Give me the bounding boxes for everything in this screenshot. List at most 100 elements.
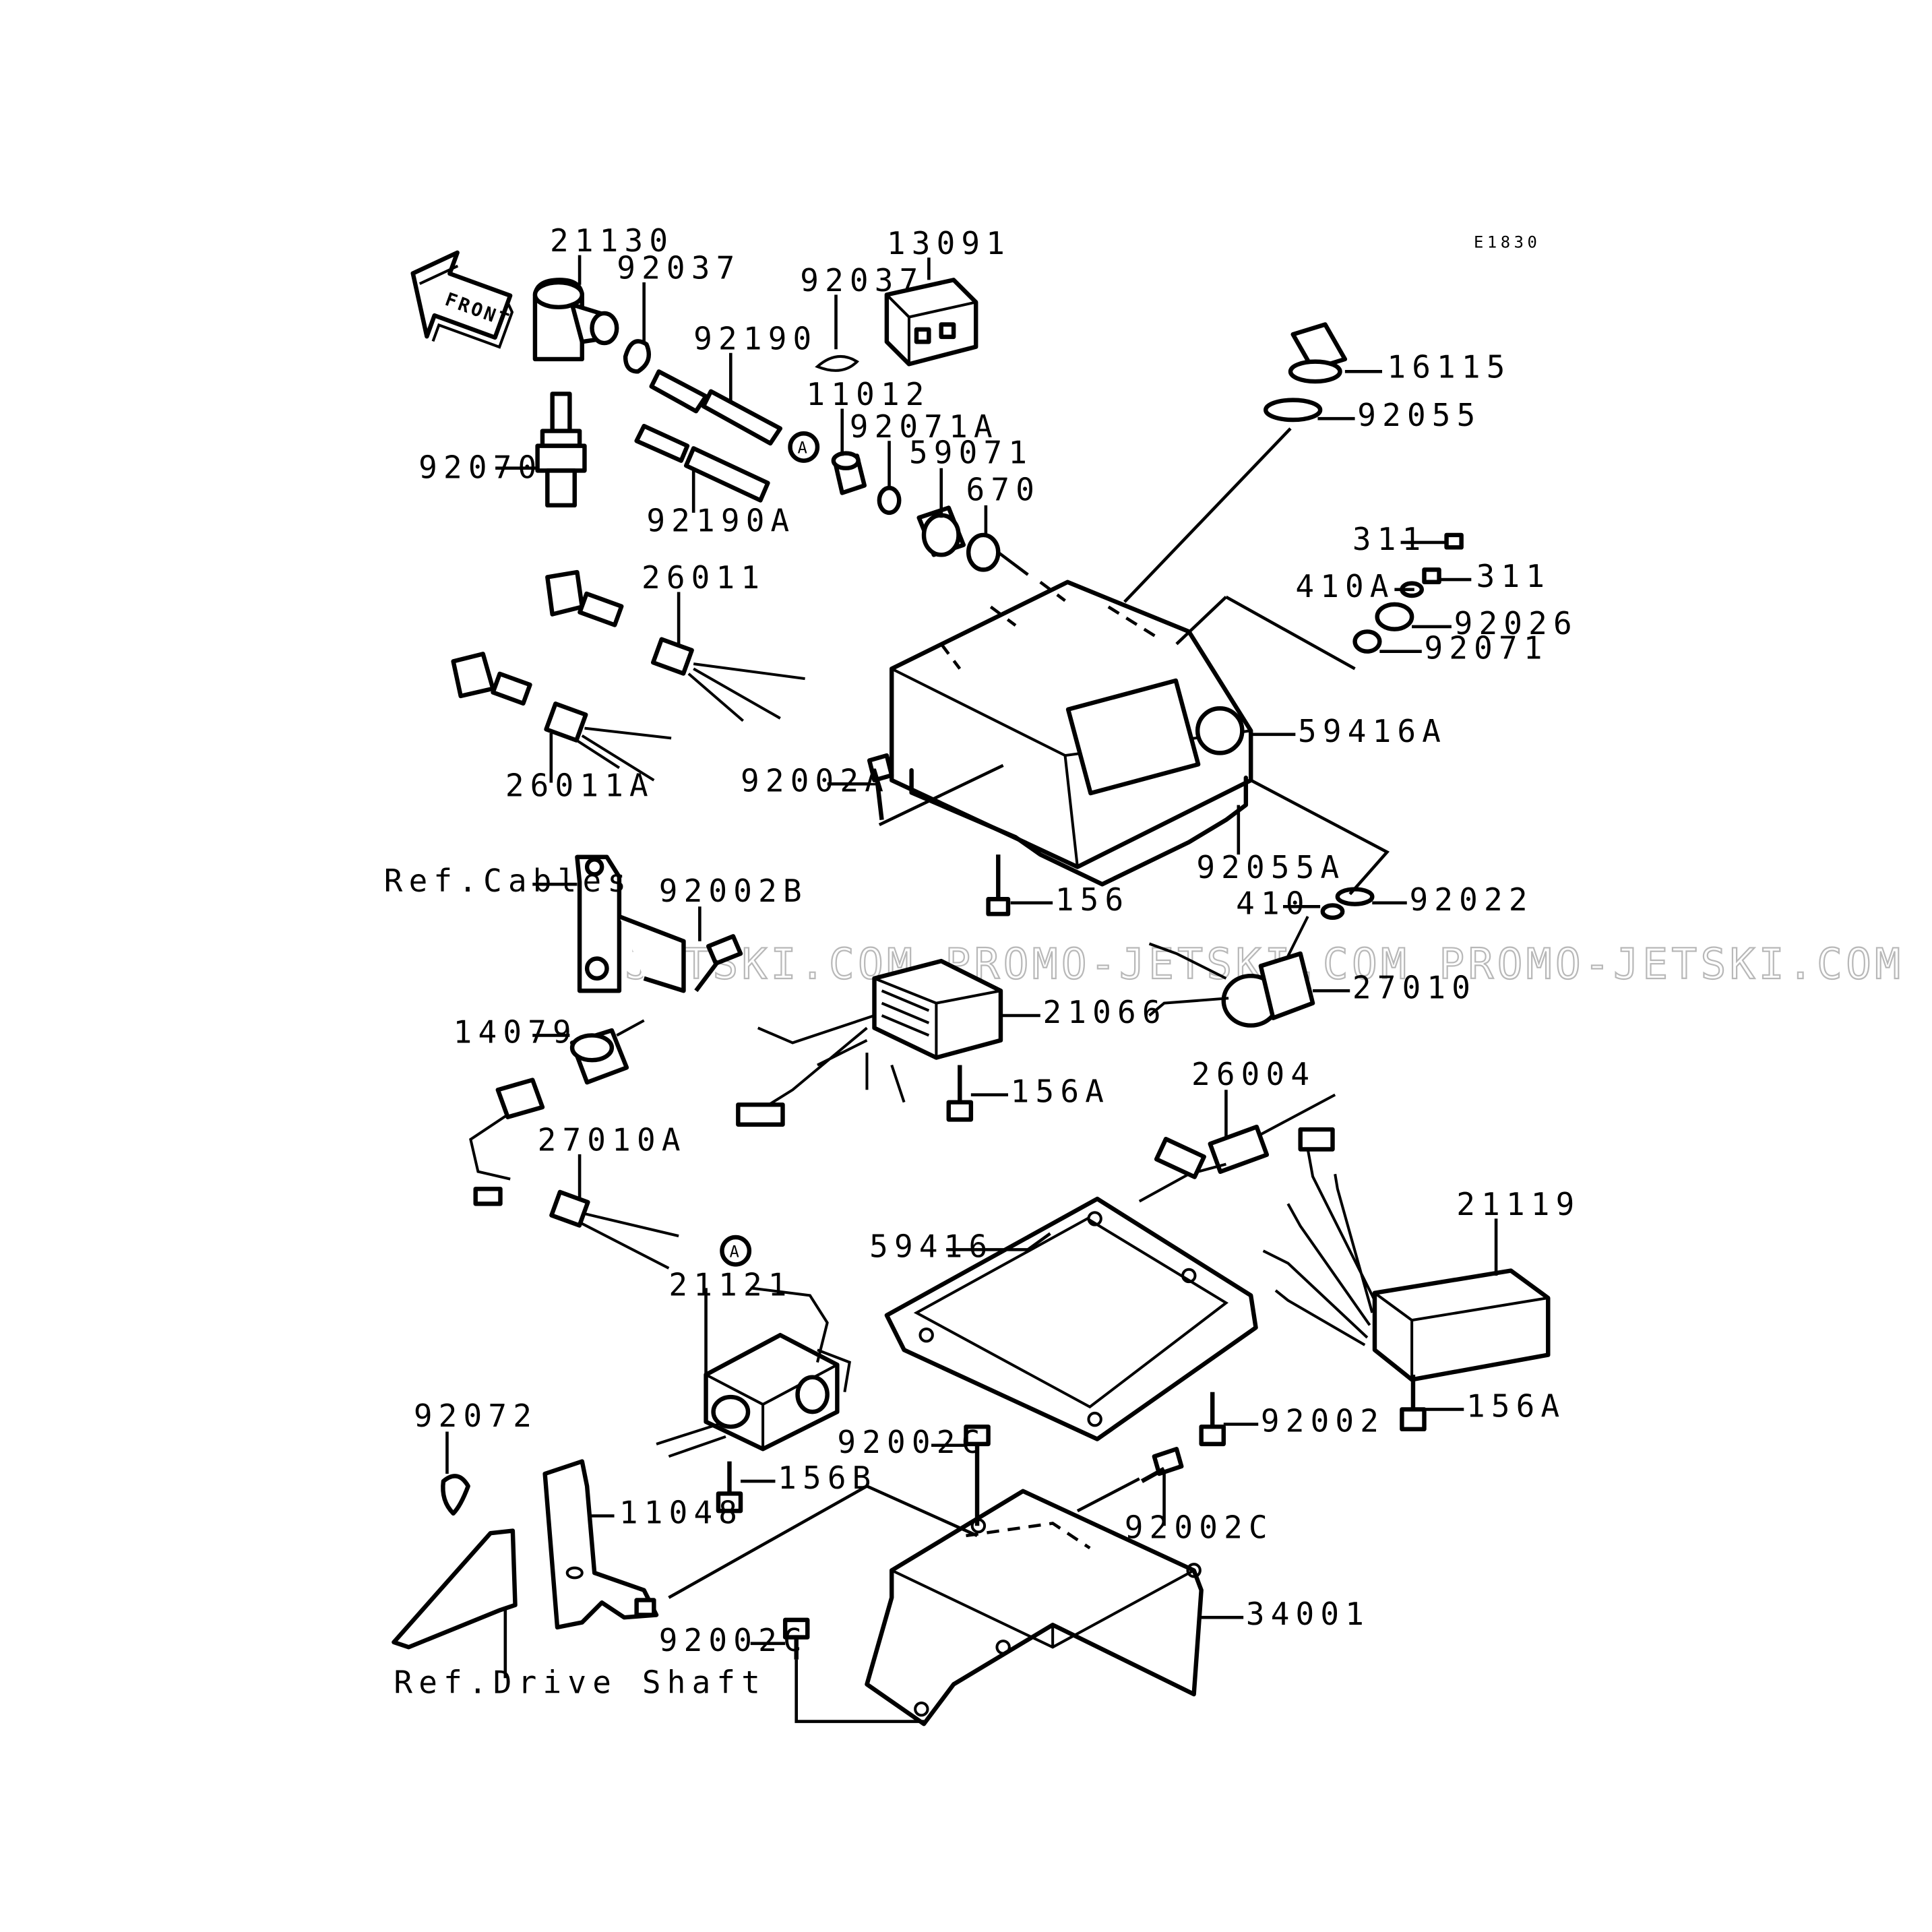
label-ref-cables: Ref.Cables [384,863,632,899]
label-92190A: 92190A [646,502,795,538]
label-11012: 11012 [806,376,930,412]
switch-27010 [1148,916,1315,1028]
callout-a-bottom [720,1235,752,1267]
grommet-92071A [877,485,902,516]
label-92055: 92055 [1357,397,1481,433]
label-26011: 26011 [642,559,766,596]
oring-92055 [1264,398,1323,423]
clamp-92072 [441,1474,470,1516]
callout-a-top [788,431,820,463]
label-92002: 92002 [1261,1403,1385,1439]
label-92026: 92026 [1454,605,1578,642]
label-ref-drive-shaft: Ref.Drive Shaft [394,1664,766,1700]
label-92002C-right: 92002C [1125,1509,1274,1546]
label-92002A: 92002A [741,762,890,799]
regulator-21066 [736,958,1003,1127]
label-156A-left: 156A [1011,1073,1110,1110]
bolt-156A-left [946,1065,974,1122]
label-92037-b: 92037 [800,262,924,299]
connector-13091 [884,278,978,367]
label-26011A: 26011A [505,768,654,804]
callout-a-top-letter: A [798,439,807,458]
label-156: 156 [1055,881,1130,918]
part-labels: 21130 92037 92037 13091 92190 11012 9207… [384,222,1580,1700]
label-21119: 21119 [1456,1186,1580,1222]
nut-311-b [1422,567,1441,584]
switch-27010A [469,1078,679,1270]
label-92071: 92071 [1424,630,1548,666]
label-92022: 92022 [1409,881,1533,918]
label-92072: 92072 [414,1398,538,1434]
washer-92022 [1335,887,1375,906]
label-156A-right: 156A [1466,1388,1565,1424]
front-arrow-icon: FRONT [410,250,513,349]
bolt-156B [716,1461,743,1514]
sensor-26011A [451,652,672,782]
fuse-26004 [1138,1093,1336,1203]
label-26004: 26004 [1191,1056,1315,1092]
diagram-code: E1830 [1474,233,1540,252]
bolt-92002B [694,934,743,993]
oring-670 [966,532,1001,572]
label-311-b: 311 [1476,558,1551,594]
bracket-ref-cables [575,854,686,993]
sensor-14079 [569,1019,645,1085]
bolt-156 [986,854,1011,916]
label-670: 670 [966,471,1041,507]
label-13091: 13091 [887,225,1011,261]
fitting-59071 [916,505,966,557]
cdi-unit-21119 [1262,1127,1551,1382]
label-92002C-bottom: 92002C [659,1622,808,1658]
spark-plug-92070 [535,392,587,508]
grommet-92026 [1375,602,1414,631]
label-16115: 16115 [1387,349,1511,385]
leader-lines [445,255,1498,1723]
label-92002B: 92002B [659,873,808,909]
clamp-92037-a [623,339,651,374]
label-92071A: 92071A [850,408,999,445]
ignition-coil-21121 [656,1286,852,1458]
label-59416: 59416 [869,1228,993,1264]
nut-311-a [1444,532,1464,550]
callout-a-bottom-letter: A [729,1242,739,1261]
label-21130: 21130 [550,222,674,259]
label-21066: 21066 [1042,994,1166,1030]
label-21121: 21121 [668,1266,792,1303]
washer-410 [1320,903,1345,921]
label-311-a: 311 [1352,521,1427,557]
bolt-92002C-top [964,1424,991,1526]
sensor-26011 [545,569,805,722]
bracket-11048 [542,1459,659,1630]
clamp-92037-b [815,355,860,372]
label-92190: 92190 [693,320,817,356]
label-34001: 34001 [1246,1596,1370,1632]
electric-box-59416A [890,580,1253,869]
bracket-34001 [865,1489,1204,1726]
label-92037-a: 92037 [617,250,741,286]
grommet-92071 [1352,629,1382,654]
label-92055A: 92055A [1196,849,1345,885]
label-59071: 59071 [909,434,1033,470]
label-156B: 156B [778,1460,877,1496]
label-410: 410 [1236,885,1311,921]
bolt-92002C-bottom [782,1617,810,1660]
plate-59416 [884,1196,1258,1441]
label-27010: 27010 [1352,969,1476,1005]
boot-11012 [831,451,867,495]
tube-92190 [649,369,783,446]
bolt-156A-right [1400,1374,1427,1432]
bolt-92002A [867,753,894,821]
bracket-ref-drive-shaft [392,1528,518,1650]
cap-16115 [1288,322,1348,384]
label-59416A: 59416A [1298,713,1447,749]
label-92002C-top: 92002C [837,1424,986,1460]
bolt-92002C-right [1140,1447,1184,1483]
label-27010A: 27010A [538,1121,687,1158]
label-410A: 410A [1295,568,1394,604]
label-14079: 14079 [454,1014,578,1050]
spark-plug-cap-21130 [532,278,619,362]
label-92070: 92070 [418,449,542,485]
label-11048: 11048 [619,1495,743,1531]
tube-92190A [634,423,770,503]
